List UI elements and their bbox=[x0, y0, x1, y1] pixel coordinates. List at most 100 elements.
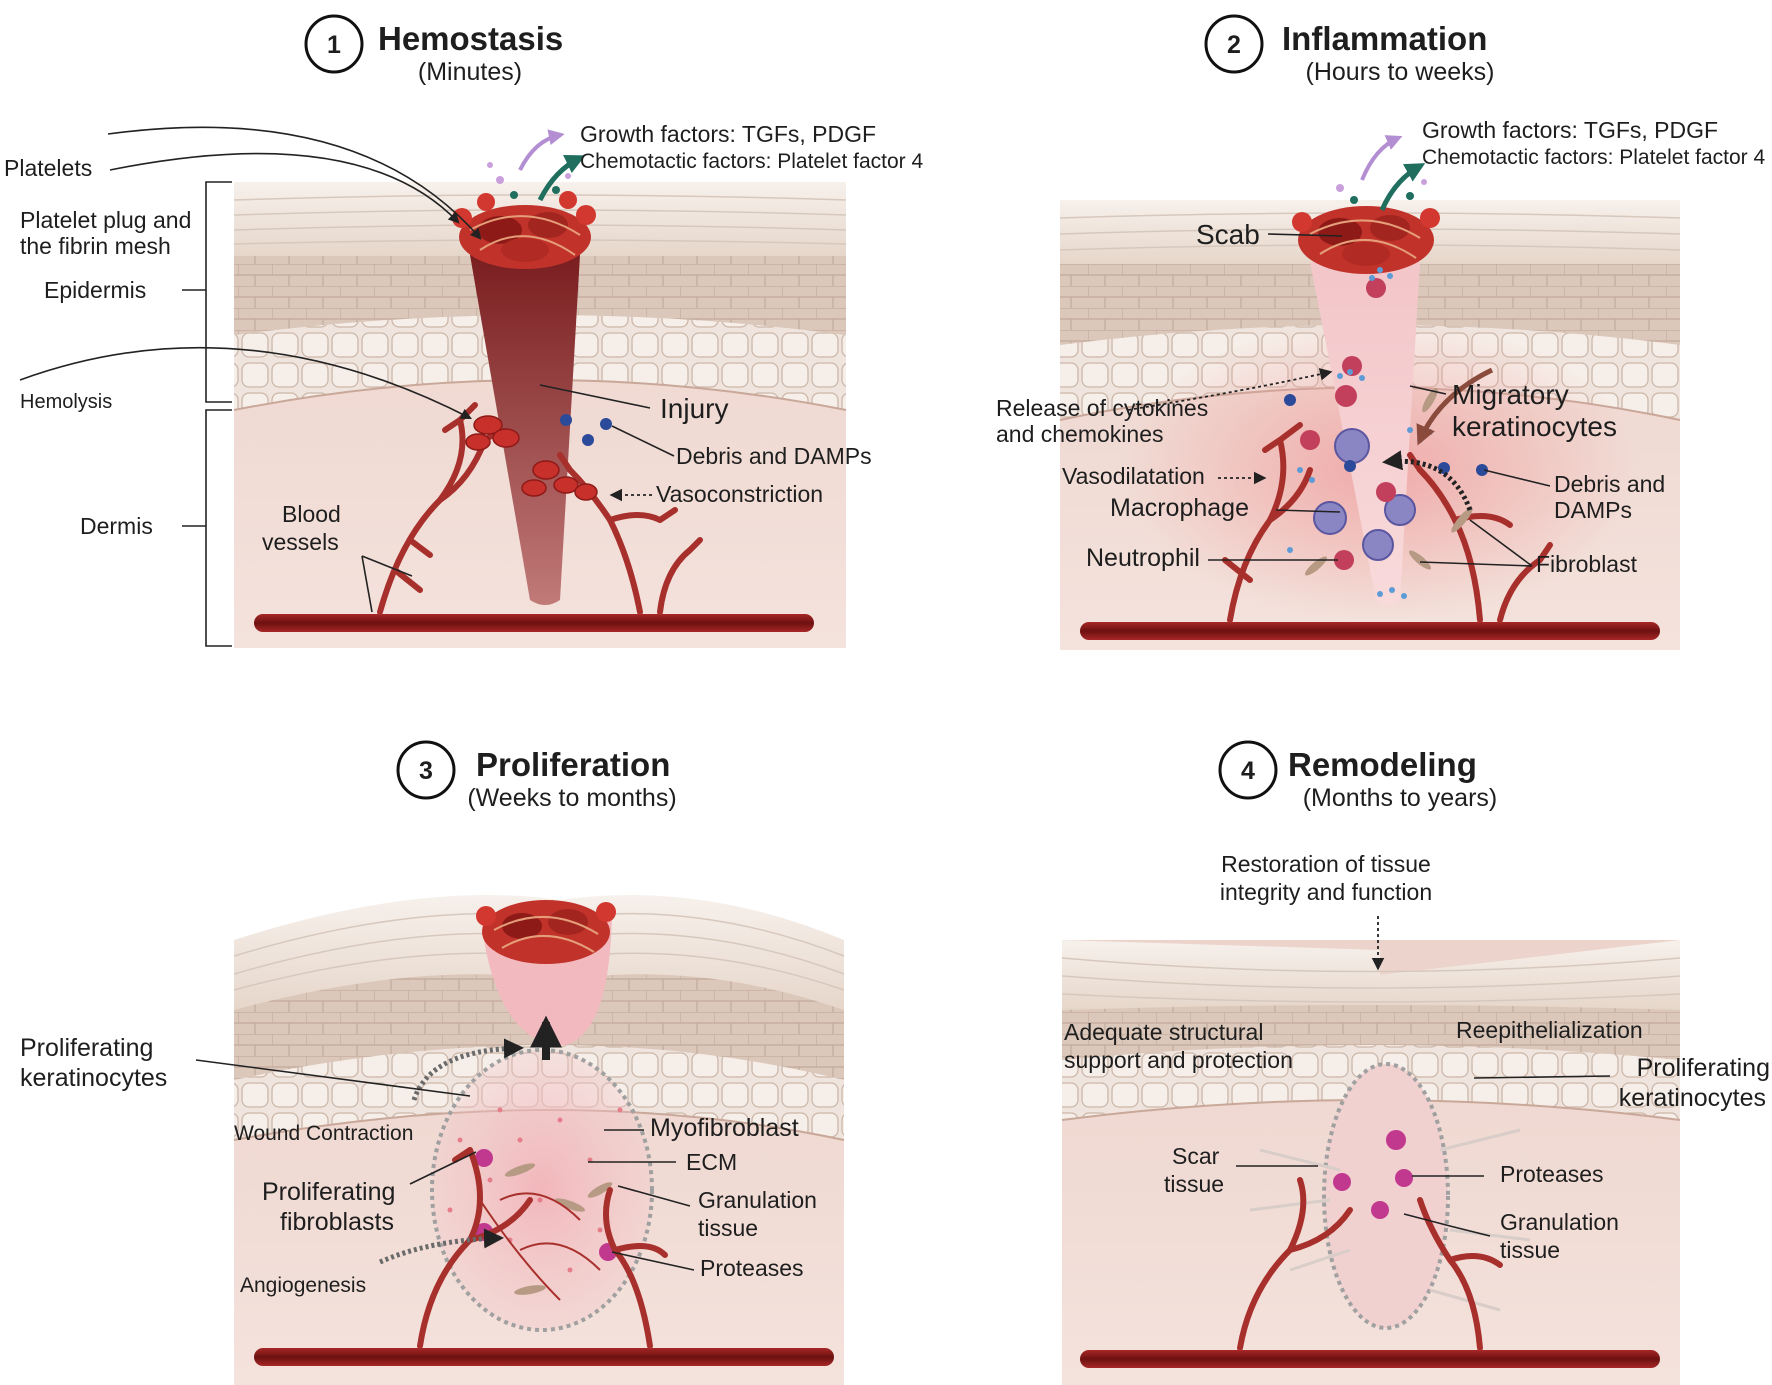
label-adequate-1: Adequate structural bbox=[1064, 1019, 1263, 1045]
panel-3-title: Proliferation bbox=[476, 746, 670, 783]
label-injury: Injury bbox=[660, 393, 728, 424]
immune-cells bbox=[1284, 267, 1488, 599]
label-dermis: Dermis bbox=[80, 513, 153, 539]
panel-2-subtitle: (Hours to weeks) bbox=[1306, 58, 1495, 86]
red-blood-cells bbox=[465, 415, 598, 501]
panel-inflammation: 2 Inflammation (Hours to weeks) bbox=[996, 14, 1765, 650]
keratinocyte-migration-arrow bbox=[1416, 367, 1494, 446]
label-growth-factors-2: Growth factors: TGFs, PDGF bbox=[1422, 117, 1718, 143]
label-hemolysis: Hemolysis bbox=[20, 391, 112, 413]
label-wound-contraction: Wound Contraction bbox=[234, 1122, 413, 1145]
panel-remodeling: 4 Remodeling (Months to years) bbox=[1061, 740, 1770, 1385]
fibroblast-migration-arrow bbox=[1382, 450, 1473, 511]
deep-blood-vessel-4 bbox=[1080, 1350, 1660, 1368]
panel-1-title: Hemostasis bbox=[378, 20, 563, 57]
blood-vessels-4 bbox=[1237, 1177, 1503, 1351]
leader-lines-2 bbox=[1127, 233, 1551, 567]
label-vasoconstriction: Vasoconstriction bbox=[656, 481, 823, 507]
label-myofibroblast: Myofibroblast bbox=[650, 1114, 799, 1142]
label-scar-2: tissue bbox=[1164, 1171, 1224, 1197]
neutrophil-icon bbox=[1300, 430, 1320, 450]
label-granulation-3b: tissue bbox=[698, 1215, 758, 1241]
label-release-1: Release of cytokines bbox=[996, 395, 1208, 421]
label-prol-ker-3a: Proliferating bbox=[20, 1034, 153, 1062]
label-reepithelialization: Reepithelialization bbox=[1456, 1017, 1643, 1043]
growth-factor-arrows bbox=[487, 129, 586, 202]
label-granulation-4a: Granulation bbox=[1500, 1209, 1619, 1235]
deep-blood-vessel-3 bbox=[254, 1348, 834, 1366]
skin-block-4 bbox=[1061, 940, 1681, 1385]
leader-lines-1 bbox=[19, 126, 675, 613]
macrophage-icon bbox=[1384, 494, 1416, 526]
macrophage-icon bbox=[1362, 529, 1394, 561]
panel-4-subtitle: (Months to years) bbox=[1303, 784, 1498, 812]
label-platelets: Platelets bbox=[4, 155, 92, 181]
label-angiogenesis: Angiogenesis bbox=[240, 1274, 366, 1297]
label-epidermis: Epidermis bbox=[44, 277, 146, 303]
label-proteases-3: Proteases bbox=[700, 1255, 804, 1281]
label-prol-ker-4a: Proliferating bbox=[1637, 1054, 1770, 1082]
epidermis-dermis-brackets bbox=[182, 181, 232, 647]
panel-2-title: Inflammation bbox=[1282, 20, 1487, 57]
step-3-number: 3 bbox=[419, 757, 433, 785]
label-debris-2a: Debris and bbox=[1554, 471, 1665, 497]
neutrophil-icon bbox=[1376, 482, 1396, 502]
step-4-number: 4 bbox=[1241, 757, 1255, 785]
label-prol-fib-3b: fibroblasts bbox=[280, 1208, 394, 1236]
label-macrophage: Macrophage bbox=[1110, 494, 1249, 522]
growth-factor-arrows-2 bbox=[1336, 135, 1427, 212]
label-prol-ker-3b: keratinocytes bbox=[20, 1064, 167, 1092]
label-restoration-1: Restoration of tissue bbox=[1221, 851, 1431, 877]
label-debris-1: Debris and DAMPs bbox=[676, 443, 872, 469]
panel-hemostasis: 1 Hemostasis (Minutes) bbox=[4, 14, 923, 648]
debris-damps-dots bbox=[560, 414, 612, 446]
step-2-number: 2 bbox=[1227, 31, 1241, 59]
blood-vessels-2 bbox=[1222, 422, 1553, 623]
step-3-circle bbox=[396, 740, 456, 800]
leader-lines-4 bbox=[1236, 1075, 1611, 1237]
label-adequate-2: support and protection bbox=[1064, 1047, 1293, 1073]
fibroblast-icons bbox=[1304, 387, 1473, 576]
label-migratory-2: keratinocytes bbox=[1452, 411, 1617, 442]
label-granulation-3a: Granulation bbox=[698, 1187, 817, 1213]
label-release-2: and chemokines bbox=[996, 421, 1164, 447]
panel-3-subtitle: (Weeks to months) bbox=[467, 784, 676, 812]
label-neutrophil: Neutrophil bbox=[1086, 544, 1200, 572]
neutrophil-icon bbox=[1335, 385, 1357, 407]
label-blood-vessels-1: Blood bbox=[282, 501, 341, 527]
scar-zone bbox=[1249, 1062, 1531, 1330]
step-1-circle bbox=[304, 14, 364, 74]
label-ecm: ECM bbox=[686, 1149, 737, 1175]
neutrophil-icon bbox=[1366, 278, 1386, 298]
blood-vessels-3 bbox=[417, 1147, 668, 1349]
label-scar-1: Scar bbox=[1172, 1143, 1220, 1169]
label-restoration-2: integrity and function bbox=[1220, 879, 1432, 905]
step-1-number: 1 bbox=[327, 31, 341, 59]
label-debris-2b: DAMPs bbox=[1554, 497, 1632, 523]
label-fibroblast: Fibroblast bbox=[1536, 551, 1638, 577]
deep-blood-vessel bbox=[254, 614, 814, 632]
leader-lines-3 bbox=[195, 1059, 695, 1271]
macrophage-icon bbox=[1334, 428, 1370, 464]
panel-4-title: Remodeling bbox=[1288, 746, 1477, 783]
label-blood-vessels-2: vessels bbox=[262, 529, 339, 555]
label-vasodilatation: Vasodilatation bbox=[1062, 463, 1205, 489]
label-granulation-4b: tissue bbox=[1500, 1237, 1560, 1263]
scab bbox=[1292, 206, 1440, 274]
panel-proliferation: 3 Proliferation (Weeks to months) bbox=[20, 740, 845, 1385]
step-2-circle bbox=[1204, 14, 1264, 74]
step-4-circle bbox=[1218, 740, 1278, 800]
label-prol-fib-3a: Proliferating bbox=[262, 1178, 395, 1206]
protease-icons-4 bbox=[1333, 1130, 1413, 1219]
wound-channel bbox=[470, 255, 580, 605]
label-platelet-plug-2: the fibrin mesh bbox=[20, 233, 171, 259]
panel-1-subtitle: (Minutes) bbox=[418, 58, 522, 86]
scab-3 bbox=[476, 900, 616, 964]
label-migratory-1: Migratory bbox=[1452, 379, 1569, 410]
label-chemotactic-2: Chemotactic factors: Platelet factor 4 bbox=[1422, 146, 1765, 169]
label-scab: Scab bbox=[1196, 219, 1260, 250]
neutrophil-icon bbox=[1334, 550, 1354, 570]
angiogenesis-arrow bbox=[378, 1228, 504, 1265]
macrophage-icon bbox=[1313, 501, 1347, 535]
